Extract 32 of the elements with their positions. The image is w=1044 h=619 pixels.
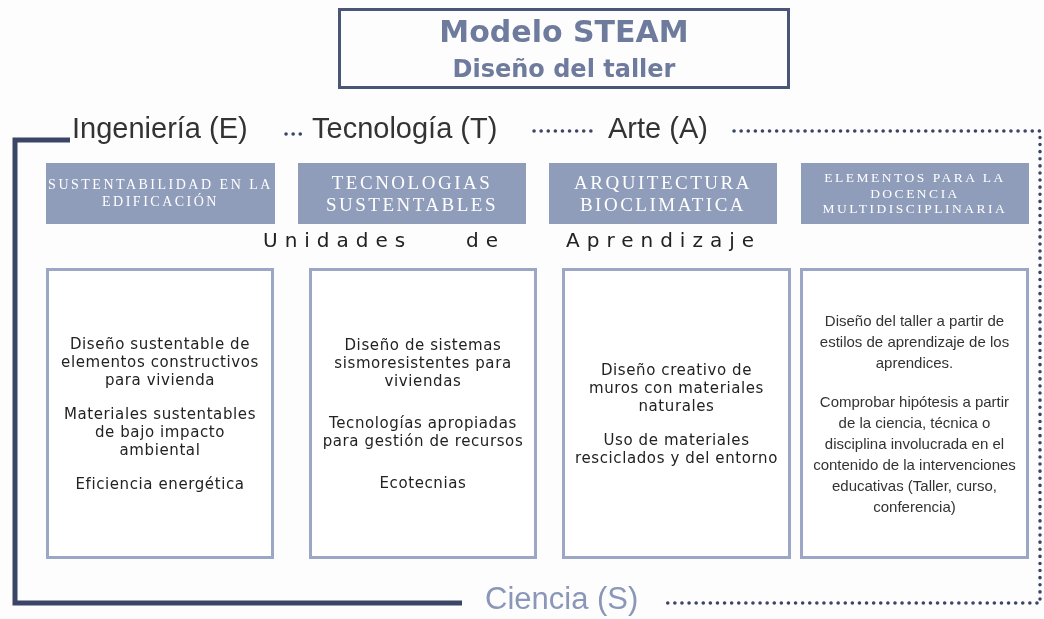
section-label: Aprendizaje <box>566 228 761 252</box>
content-text: Diseño de sistemas sismoresistentes para viviendas <box>333 335 513 390</box>
content-text: Tecnologías apropiadas para gestión de recursos <box>322 413 524 450</box>
category-label: ELEMENTOS PARA LA DOCENCIA MULTIDISCIPLINARIA <box>821 170 1009 217</box>
content-text: Eficiencia energética <box>75 474 245 493</box>
category-label: TECNOLOGIAS SUSTENTABLES <box>324 171 499 216</box>
section-label: Unidades <box>263 228 413 252</box>
title-box <box>338 8 790 89</box>
content-box <box>562 268 791 559</box>
subtitle: Diseño del taller <box>452 55 676 83</box>
axis-label: Ciencia (S) <box>485 581 639 617</box>
content-text: Diseño del taller a partir de estilos de aprendizaje de los aprendices. <box>818 311 1011 373</box>
category-label: ARQUITECTURA BIOCLIMATICA <box>573 171 753 216</box>
category-label: SUSTENTABILIDAD EN LA EDIFICACIÓN <box>47 177 274 210</box>
content-box <box>800 268 1029 559</box>
content-text: Diseño creativo de muros con materiales naturales <box>587 360 766 415</box>
section-label: de <box>466 228 505 252</box>
category-banner <box>801 163 1029 224</box>
category-banner <box>298 163 526 224</box>
content-text: Uso de materiales resciclados y del entorno <box>575 430 778 467</box>
axis-label: Tecnología (T) <box>312 112 498 145</box>
axis-label: Ingeniería (E) <box>72 112 248 145</box>
content-text: Comprobar hipótesis a partir de la ciencia, técnica o disciplina involucrada en el contenido de la intervenciones educativas (Taller, curso, conferencia) <box>813 392 1016 517</box>
title: Modelo STEAM <box>439 14 689 49</box>
content-box <box>46 268 274 559</box>
category-banner <box>46 163 275 224</box>
content-box <box>309 268 537 559</box>
category-banner <box>549 163 777 224</box>
axis-label: Arte (A) <box>608 112 708 145</box>
content-text: Materiales sustentables de bajo impacto ambiental <box>62 404 258 459</box>
content-text: Diseño sustentable de elementos constructivos para vivienda <box>60 334 260 389</box>
content-text: Ecotecnias <box>379 473 467 492</box>
